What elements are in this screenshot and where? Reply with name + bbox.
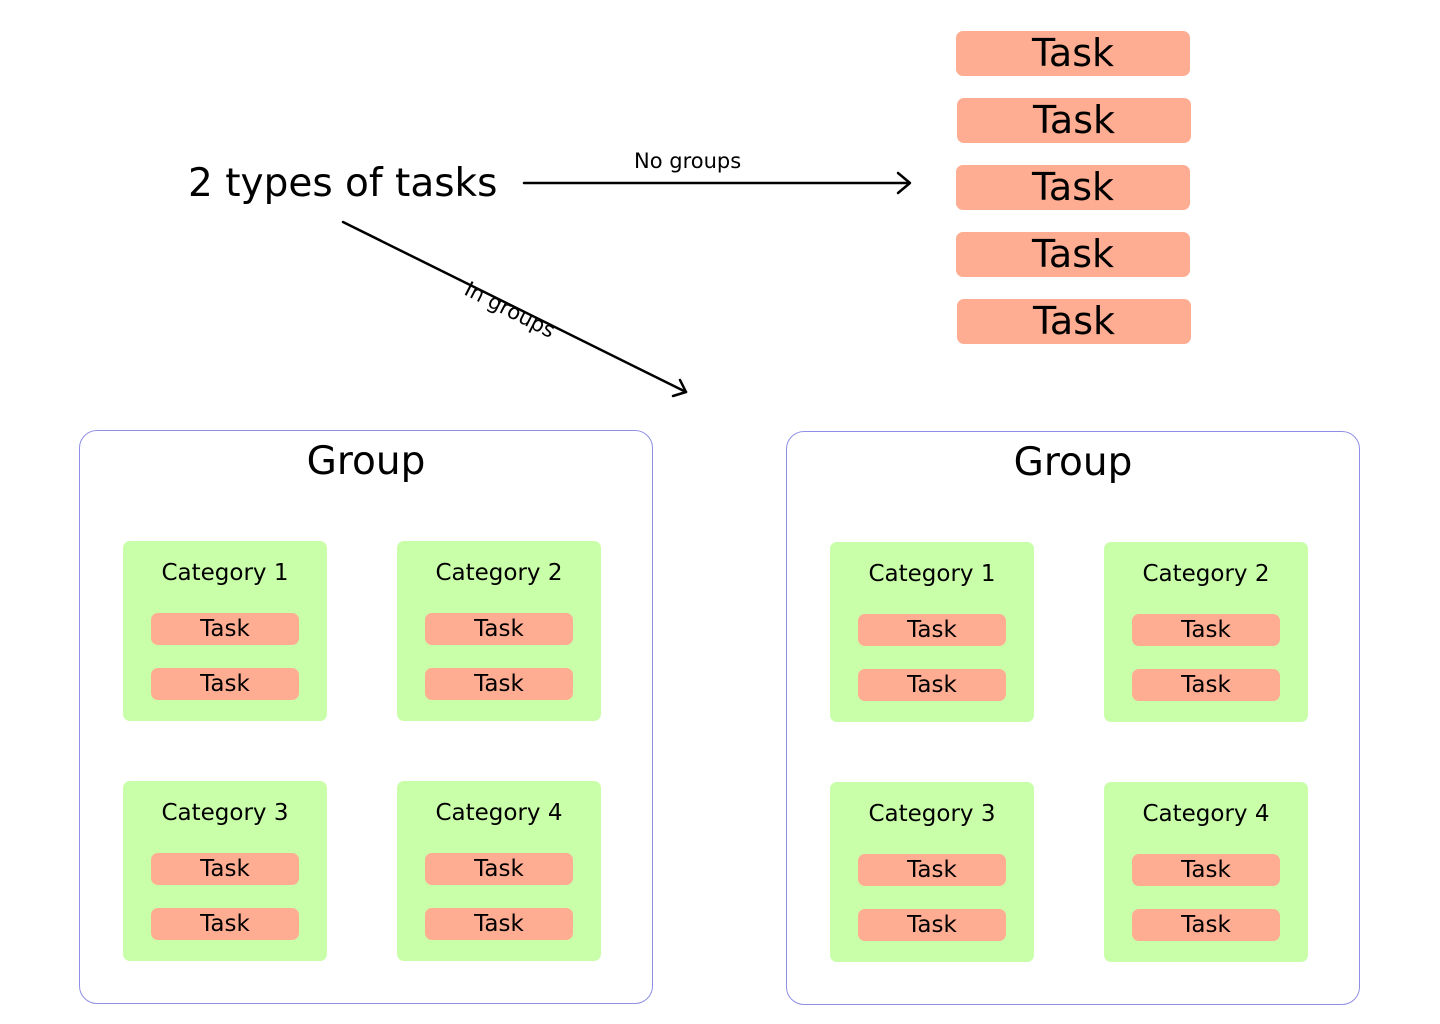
arrow-in-groups	[341, 220, 688, 398]
category-task: Task	[1132, 669, 1280, 701]
group-box: Group Category 1 Task Task Category 2 Ta…	[79, 430, 653, 1004]
arrow-no-groups	[522, 171, 912, 195]
category-box: Category 4 Task Task	[1104, 782, 1308, 962]
category-box: Category 1 Task Task	[830, 542, 1034, 722]
category-task: Task	[425, 853, 573, 885]
category-title: Category 4	[435, 800, 563, 826]
category-box: Category 3 Task Task	[830, 782, 1034, 962]
category-task: Task	[858, 614, 1006, 646]
flat-task: Task	[956, 165, 1190, 210]
root-label: 2 types of tasks	[188, 161, 498, 206]
category-task: Task	[151, 853, 299, 885]
category-task: Task	[425, 908, 573, 940]
flat-task: Task	[956, 31, 1190, 76]
category-task: Task	[1132, 909, 1280, 941]
flat-task: Task	[957, 299, 1191, 344]
group-title: Group	[1013, 440, 1133, 485]
category-task: Task	[858, 669, 1006, 701]
category-title: Category 1	[868, 561, 996, 587]
category-task: Task	[1132, 614, 1280, 646]
category-title: Category 4	[1142, 801, 1270, 827]
category-box: Category 4 Task Task	[397, 781, 601, 961]
category-box: Category 3 Task Task	[123, 781, 327, 961]
category-title: Category 3	[161, 800, 289, 826]
category-task: Task	[151, 908, 299, 940]
category-task: Task	[425, 668, 573, 700]
category-task: Task	[858, 909, 1006, 941]
category-task: Task	[151, 613, 299, 645]
category-box: Category 2 Task Task	[1104, 542, 1308, 722]
edge-label-no-groups: No groups	[634, 149, 742, 173]
category-box: Category 1 Task Task	[123, 541, 327, 721]
flat-task: Task	[957, 98, 1191, 143]
category-title: Category 3	[868, 801, 996, 827]
category-title: Category 2	[1142, 561, 1270, 587]
category-task: Task	[858, 854, 1006, 886]
flat-task: Task	[956, 232, 1190, 277]
category-task: Task	[151, 668, 299, 700]
group-box: Group Category 1 Task Task Category 2 Ta…	[786, 431, 1360, 1005]
category-title: Category 2	[435, 560, 563, 586]
category-task: Task	[425, 613, 573, 645]
group-title: Group	[306, 439, 426, 484]
category-title: Category 1	[161, 560, 289, 586]
category-box: Category 2 Task Task	[397, 541, 601, 721]
category-task: Task	[1132, 854, 1280, 886]
